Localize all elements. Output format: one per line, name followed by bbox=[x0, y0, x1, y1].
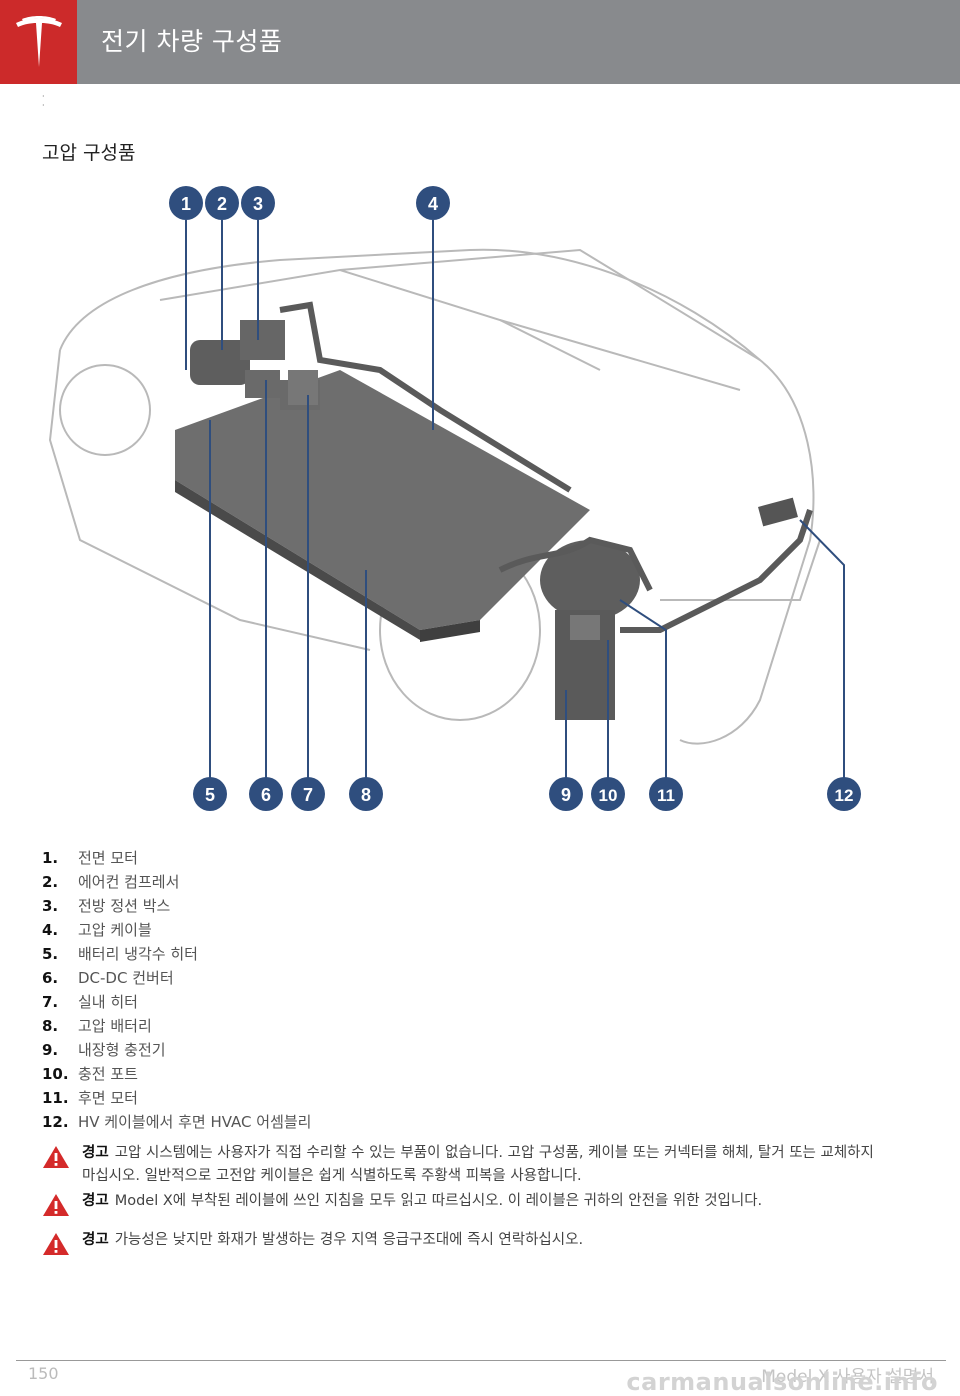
warning-label: 경고 bbox=[82, 1193, 109, 1209]
footer-divider bbox=[16, 1360, 946, 1361]
callout-8: 8 bbox=[349, 777, 383, 811]
leader-lines bbox=[185, 220, 845, 778]
item-number: 1. bbox=[42, 849, 59, 867]
list-item: 5. 배터리 냉각수 히터 bbox=[42, 942, 311, 966]
warning-icon bbox=[43, 1233, 69, 1255]
list-item: 4. 고압 케이블 bbox=[42, 918, 311, 942]
rear-components bbox=[498, 497, 813, 720]
item-number: 12. bbox=[42, 1113, 69, 1131]
callout-2: 2 bbox=[205, 186, 239, 220]
svg-text:9: 9 bbox=[561, 785, 571, 805]
item-label: 후면 모터 bbox=[78, 1089, 138, 1107]
item-label: 에어컨 컴프레서 bbox=[78, 873, 180, 891]
list-item: 2. 에어컨 컴프레서 bbox=[42, 870, 311, 894]
warning-icon bbox=[43, 1146, 69, 1168]
list-item: 3. 전방 정션 박스 bbox=[42, 894, 311, 918]
warning-text: 가능성은 낮지만 화재가 발생하는 경우 지역 응급구조대에 즉시 연락하십시오… bbox=[114, 1232, 584, 1248]
svg-text:11: 11 bbox=[657, 786, 675, 805]
tesla-logo-icon bbox=[15, 16, 62, 67]
parts-list: 1. 전면 모터 2. 에어컨 컴프레서 3. 전방 정션 박스 4. 고압 케이블 5… bbox=[42, 846, 311, 1134]
item-number: 8. bbox=[42, 1017, 59, 1035]
list-item: 1. 전면 모터 bbox=[42, 846, 311, 870]
section-title: 고압 구성품 bbox=[42, 142, 136, 164]
svg-text:2: 2 bbox=[217, 194, 227, 214]
list-item: 6. DC-DC 컨버터 bbox=[42, 966, 311, 990]
svg-text:7: 7 bbox=[303, 785, 313, 805]
item-number: 5. bbox=[42, 945, 59, 963]
warning-block-2: 경고 Model X에 부착된 레이블에 쓰인 지침을 모두 읽고 따르십시오. … bbox=[42, 1190, 882, 1221]
manual-name: Model X 사용자 설명서 bbox=[761, 1367, 934, 1387]
item-number: 2. bbox=[42, 873, 59, 891]
svg-text:1: 1 bbox=[181, 194, 191, 214]
svg-text:8: 8 bbox=[361, 785, 371, 805]
svg-text:12: 12 bbox=[835, 786, 854, 805]
callout-3: 3 bbox=[241, 186, 275, 220]
callout-9: 9 bbox=[549, 777, 583, 811]
warning-label: 경고 bbox=[82, 1232, 109, 1248]
svg-text:6: 6 bbox=[261, 785, 271, 805]
list-item: 11. 후면 모터 bbox=[42, 1086, 311, 1110]
item-label: 고압 케이블 bbox=[78, 921, 152, 939]
front-components bbox=[190, 301, 572, 493]
item-label: DC-DC 컨버터 bbox=[78, 969, 174, 987]
svg-text:5: 5 bbox=[205, 785, 215, 805]
warning-text: Model X에 부착된 레이블에 쓰인 지침을 모두 읽고 따르십시오. 이 … bbox=[114, 1193, 763, 1209]
vehicle-diagram: 1 2 3 4 5 6 7 8 9 10 11 12 bbox=[48, 186, 861, 811]
list-item: 7. 실내 히터 bbox=[42, 990, 311, 1014]
item-label: HV 케이블에서 후면 HVAC 어셈블리 bbox=[78, 1113, 312, 1131]
callout-12: 12 bbox=[827, 777, 861, 811]
item-number: 11. bbox=[42, 1089, 69, 1107]
item-label: 배터리 냉각수 히터 bbox=[78, 945, 198, 963]
svg-text:4: 4 bbox=[428, 194, 438, 214]
page-number: 150 bbox=[28, 1364, 59, 1383]
warning-label: 경고 bbox=[82, 1145, 109, 1161]
callout-5: 5 bbox=[193, 777, 227, 811]
item-label: 내장형 충전기 bbox=[78, 1041, 166, 1059]
list-item: 10. 충전 포트 bbox=[42, 1062, 311, 1086]
svg-text:10: 10 bbox=[599, 786, 618, 805]
warning-icon bbox=[43, 1194, 69, 1216]
battery-pack bbox=[175, 370, 590, 642]
car-outline bbox=[48, 248, 821, 745]
item-label: 실내 히터 bbox=[78, 993, 138, 1011]
item-label: 전면 모터 bbox=[78, 849, 138, 867]
callout-4: 4 bbox=[416, 186, 450, 220]
page-title: 전기 차량 구성품 bbox=[101, 27, 283, 56]
tesla-logo bbox=[0, 0, 77, 84]
list-item: 9. 내장형 충전기 bbox=[42, 1038, 311, 1062]
item-number: 7. bbox=[42, 993, 59, 1011]
callout-6: 6 bbox=[249, 777, 283, 811]
dots-marker: ·· bbox=[42, 92, 45, 110]
page-header: 전기 차량 구성품 bbox=[0, 0, 960, 84]
list-item: 12. HV 케이블에서 후면 HVAC 어셈블리 bbox=[42, 1110, 311, 1134]
callout-10: 10 bbox=[591, 777, 625, 811]
warning-text: 고압 시스템에는 사용자가 직접 수리할 수 있는 부품이 없습니다. 고압 구… bbox=[82, 1145, 874, 1184]
item-label: 충전 포트 bbox=[78, 1065, 138, 1083]
item-number: 4. bbox=[42, 921, 59, 939]
item-number: 6. bbox=[42, 969, 59, 987]
svg-text:3: 3 bbox=[253, 194, 263, 214]
watermark: carmanualsonline.info bbox=[626, 1368, 938, 1396]
item-label: 고압 배터리 bbox=[78, 1017, 152, 1035]
item-number: 9. bbox=[42, 1041, 59, 1059]
callout-7: 7 bbox=[291, 777, 325, 811]
warning-block-3: 경고 가능성은 낮지만 화재가 발생하는 경우 지역 응급구조대에 즉시 연락하십… bbox=[42, 1229, 882, 1260]
item-label: 전방 정션 박스 bbox=[78, 897, 171, 915]
callout-11: 11 bbox=[649, 777, 683, 811]
list-item: 8. 고압 배터리 bbox=[42, 1014, 311, 1038]
item-number: 3. bbox=[42, 897, 59, 915]
callout-1: 1 bbox=[169, 186, 203, 220]
callout-markers: 1 2 3 4 5 6 7 8 9 10 11 12 bbox=[169, 186, 861, 811]
item-number: 10. bbox=[42, 1065, 69, 1083]
